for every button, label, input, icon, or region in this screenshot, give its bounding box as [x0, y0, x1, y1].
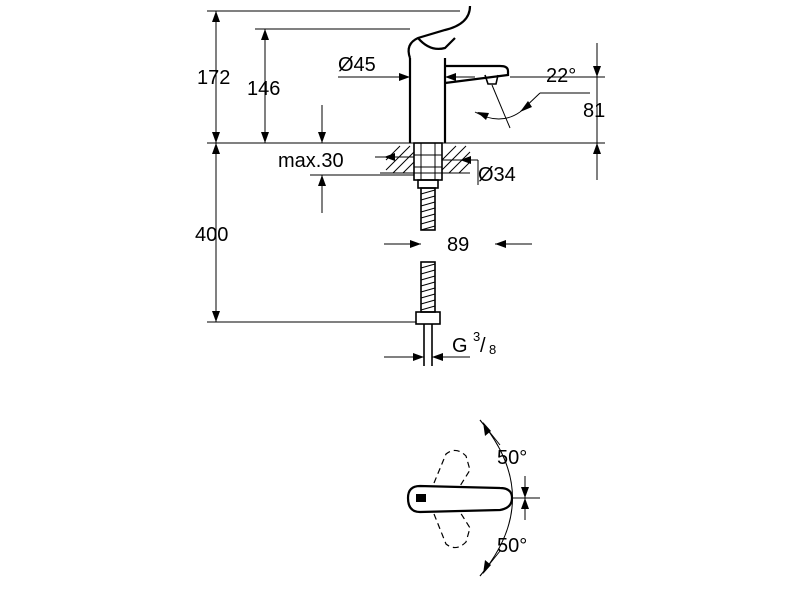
label-max-thickness: max.30	[278, 150, 344, 172]
label-body-diameter: Ø45	[338, 54, 376, 76]
lever-solid	[406, 484, 514, 514]
label-lever-angle-up-text: 50°	[497, 447, 527, 469]
aerator	[484, 74, 499, 85]
label-thread-num: 3	[473, 329, 480, 344]
label-lever-angle-down: 50°	[497, 535, 527, 557]
label-thread-slash: /	[480, 335, 486, 357]
lever-dashed-down	[433, 511, 471, 549]
label-hose-length: 400	[195, 224, 228, 246]
label-spout-height: 146	[247, 78, 280, 100]
label-spout-clearance: 81	[583, 100, 605, 122]
side-view: 172 146 Ø45 22° 81	[195, 5, 605, 366]
lever-cap	[416, 494, 426, 502]
faucet-body	[408, 58, 447, 143]
hose-nut	[415, 311, 441, 325]
faucet-lever	[407, 5, 472, 59]
label-spout-angle: 22°	[546, 65, 576, 87]
lever-dashed-up	[433, 449, 471, 487]
mounting-shank	[413, 142, 443, 181]
label-total-height: 172	[197, 67, 230, 89]
countertop-hatch	[380, 145, 471, 174]
supply-hose-lower	[420, 261, 436, 313]
supply-hose-upper	[420, 187, 436, 231]
label-hole-diameter: Ø34	[478, 164, 516, 186]
label-thread-den: 8	[489, 342, 496, 357]
label-spout-reach: 89	[447, 234, 469, 256]
label-thread-main: G	[452, 335, 468, 357]
top-view: 50° 50°	[406, 419, 540, 577]
faucet-spout	[444, 64, 510, 85]
